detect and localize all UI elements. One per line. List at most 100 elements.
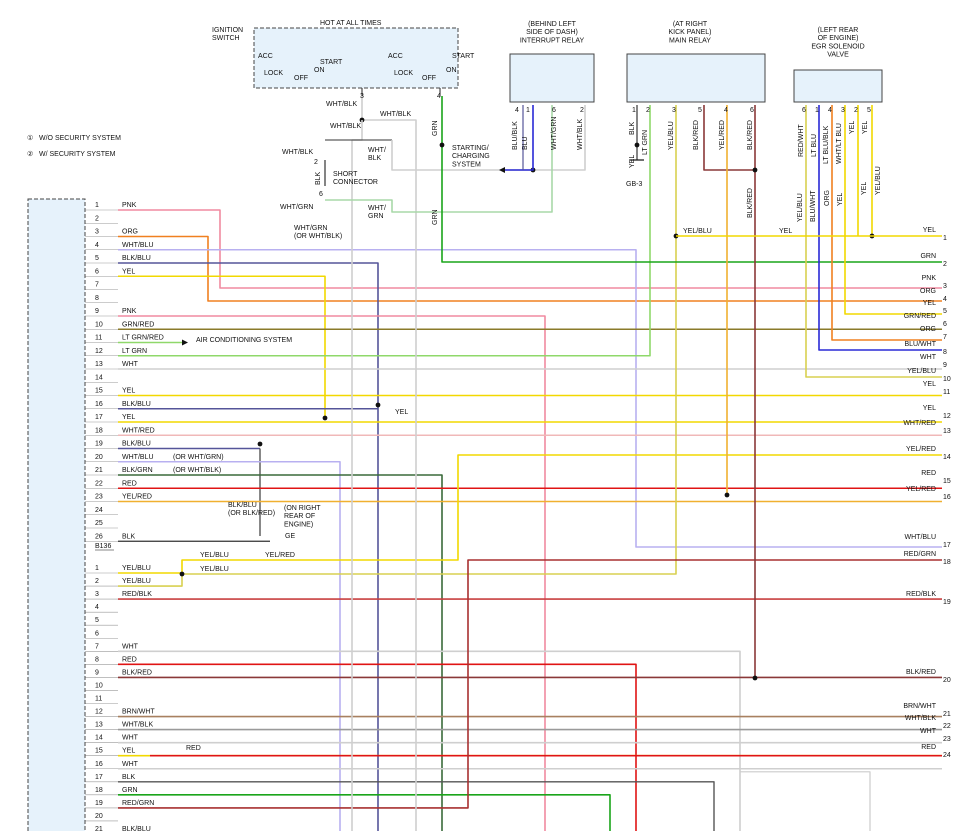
pin-number-a-line: 8 [95,295,99,302]
right-edge-number-line: 23 [943,736,951,743]
right-wire-label: WHT/BLU [905,534,937,541]
right-edge-number-line: 24 [943,752,951,759]
legend-2-marker: ② [27,150,33,158]
right-wire-label: YEL/BLU [907,368,936,375]
wire-color-label-top: BLK/RED [747,120,754,150]
blk-blu-ge-label-line: (OR BLK/RED) [228,510,275,517]
pin-number-a-line: 22 [95,480,103,487]
right-edge-number-line: 14 [943,454,951,461]
wire-color-label-b: GRN [122,787,138,794]
wire-color-label-a: PNK [122,308,137,315]
pin-number-a: 4 [95,242,99,249]
wire-color-label-b: BLK/BLU [122,826,151,831]
pin-number-a: 11 [95,335,102,342]
off-label-line: OFF [294,75,308,82]
wire-color-label-top-line: YEL/BLU [875,166,882,195]
pin-number-a-line: 13 [95,361,103,368]
right-wire-label-line: WHT/RED [903,420,936,427]
gb3-label: GB-3 [626,181,642,188]
wire-color-label-b: WHT [122,643,139,650]
wire-color-label-top-line: WHT/GRN [280,204,313,211]
wire-color-label-top-line: WHT/GRN [294,225,327,232]
yel-blu-b2-label: YEL/BLU [200,566,229,573]
pin-number-top: 3 [360,93,364,100]
pin-number-top-line: 1 [632,107,636,114]
wire-color-label-b: WHT [122,761,139,768]
yel-blu-b2-label-line: YEL/BLU [200,566,229,573]
alt-color-label: (OR WHT/GRN) [173,454,224,461]
ignition-switch-label-line: IGNITION [212,27,243,34]
wire-color-label-b: YEL/BLU [122,565,151,572]
pin-number-b: 14 [95,735,103,742]
wire-color-label-b: RED [122,656,137,663]
right-edge-number-line: 15 [943,478,951,485]
right-wire-label: YEL [923,227,936,234]
alt-color-label-line: (OR WHT/GRN) [173,454,224,461]
wire-color-label-top: BLU/WHT [810,190,817,222]
starting-charging-label-line: STARTING/ [452,145,489,152]
wire-color-label-a: YEL [122,388,135,395]
pin-number-b-line: 17 [95,774,103,781]
wire-color-label-top-line: WHT/ [368,205,386,212]
interrupt-relay-label-line: INTERRUPT RELAY [520,37,585,44]
on-label-line: ON [314,67,325,74]
lock-label-2: LOCK [394,70,413,77]
right-wire-label-line: RED/GRN [904,551,936,558]
wire-color-label-a: BLK/BLU [122,441,151,448]
right-edge-number-line: 20 [943,677,951,684]
wire-color-label-top: GRN [432,120,439,136]
wire-color-label-top-line: BLK [315,171,322,185]
wire-color-label-top: BLK [629,121,636,135]
pin-number-top-line: 2 [580,107,584,114]
pin-number-b: 8 [95,656,99,663]
wire-blkblu-a5 [118,262,379,831]
splice-yelred [724,492,730,498]
pin-number-a: 8 [95,295,99,302]
pin-number-top: 5 [867,107,871,114]
wire-color-label-b: WHT [122,735,139,742]
wire-wht-b7 [118,650,741,831]
pin-number-b: 5 [95,617,99,624]
wire-color-label-top: YEL [629,155,636,168]
right-edge-number: 8 [943,349,947,356]
wires-layer [85,30,942,831]
wire-color-label-top: YEL [861,182,868,195]
wire-color-label-b-line: RED/BLK [122,591,152,598]
ignition-switch-body [253,27,459,89]
right-edge-number: 17 [943,542,951,549]
pin-number-b: 11 [95,696,102,703]
wire-color-label-top-line: LT GRN [642,130,649,155]
pin-number-a-line: 2 [95,215,99,222]
main-relay-label-line: (AT RIGHT [673,21,708,28]
wire-redgrn-b19 [118,559,942,809]
pin-number-a: 15 [95,388,103,395]
pin-number-b-line: 3 [95,591,99,598]
off-label-2-line: OFF [422,75,436,82]
right-wire-label-line: BRN/WHT [903,703,936,710]
pin-number-b-line: 4 [95,604,99,611]
wire-color-label-a-line: WHT/BLU [122,242,154,249]
splice-blkred-2 [752,675,758,681]
pin-number-top-line: 5 [867,107,871,114]
pin-number-a: 26 [95,533,103,540]
wire-color-label-top: WHT/BLK [577,119,584,150]
wire-color-label-top-line: BLU [522,136,529,150]
right-wire-label-line: YEL [923,381,936,388]
right-edge-number: 20 [943,677,951,684]
pin-number-b-line: 19 [95,800,103,807]
wire-color-label-a: WHT/BLU [122,454,154,461]
hot-at-all-times-label-line: HOT AT ALL TIMES [320,20,382,27]
wire-color-label-a-line: BLK/BLU [122,255,151,262]
pin-number-a: 17 [95,414,103,421]
wire-color-label-a: YEL [122,268,135,275]
start-label-2: START [452,53,475,60]
wire-yel-a6 [118,275,326,418]
wire-color-label-a-line: YEL/RED [122,494,152,501]
wire-grn-ign [441,96,942,263]
wire-color-label-top-line: YEL [629,155,636,168]
right-edge-number-line: 9 [943,362,947,369]
wire-color-label-top: WHT/GRN(OR WHT/BLK) [294,225,342,240]
right-edge-number-line: 12 [943,413,951,420]
